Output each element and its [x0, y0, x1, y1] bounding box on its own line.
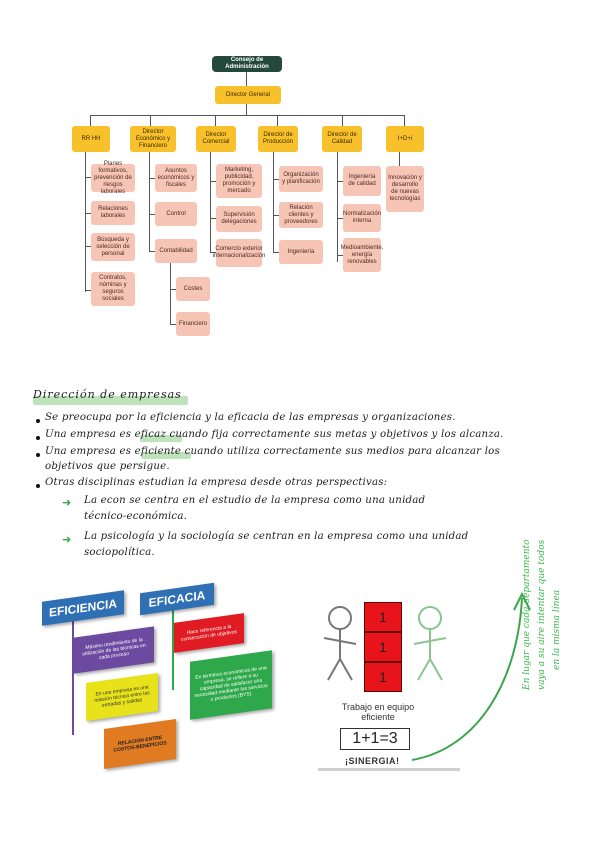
- org-general-director: Director General: [215, 86, 281, 104]
- sub-item: Organización y planificación: [279, 166, 323, 192]
- note-line: Otras disciplinas estudian la empresa de…: [45, 477, 388, 488]
- person-icon: [413, 606, 447, 681]
- sub-item: Ingeniería: [279, 240, 323, 264]
- person-icon: [323, 606, 357, 681]
- sub-item: Búsqueda y selección de personal: [91, 233, 135, 261]
- eficiencia-label: EFICIENCIA: [42, 590, 124, 626]
- synergy-block: 1: [364, 602, 402, 632]
- synergy-caption: Trabajo en equipo eficiente: [341, 702, 415, 722]
- sub-item: Innovación y desarrollo de nuevas tecnol…: [386, 166, 424, 212]
- dept-rrhh: RR HH: [72, 126, 110, 152]
- info-card: RELACION ENTRE COSTOS-BENEFICIOS: [104, 718, 176, 770]
- synergy-label: ¡SINERGIA!: [345, 756, 400, 766]
- dept-finance: Director Económico y Financiero: [130, 126, 176, 152]
- sub-item: Costes: [176, 277, 210, 301]
- dept-commercial: Director Comercial: [196, 126, 236, 152]
- note-line: La psicología y la sociología se centran…: [84, 531, 469, 542]
- sub-item: Relaciones laborales: [91, 201, 135, 225]
- sub-item: Planes formativos, prevención de riesgos…: [91, 161, 135, 195]
- note-line: técnico-económica.: [84, 511, 188, 522]
- sub-item: Financiero: [176, 312, 210, 336]
- sub-item: Contabilidad: [155, 239, 197, 263]
- dept-rdi: I+D+i: [386, 126, 424, 152]
- sub-item: Medioambiente, energía renovables: [341, 238, 383, 272]
- info-card: Máximo rendimiento de la utilización de …: [74, 626, 154, 674]
- synergy-block: 1: [364, 662, 402, 692]
- synergy-equation: 1+1=3: [340, 728, 410, 750]
- synergy-note: En lugar que cada departamento: [522, 539, 532, 690]
- sub-item: Marketing, publicidad, promoción y merca…: [216, 164, 262, 198]
- info-card: En una empresa es una relación técnica e…: [86, 672, 158, 722]
- sub-item: Asuntos económicos y fiscales: [155, 164, 197, 192]
- synergy-note: vaya a su aire intentar que todos: [537, 539, 547, 690]
- arrow-icon: ➜: [62, 533, 72, 546]
- note-line: Una empresa es eficaz cuando fija correc…: [45, 429, 504, 440]
- note-line: Se preocupa por la eficiencia y la efica…: [45, 412, 456, 423]
- info-card: En términos económicos de una empresa, s…: [190, 650, 272, 720]
- sub-item: Comercio exterior internacionalización: [213, 239, 265, 267]
- note-line: Una empresa es eficiente cuando utiliza …: [45, 446, 500, 457]
- curved-arrow-icon: [411, 591, 531, 761]
- sub-item: Contratos, nóminas y seguros sociales: [91, 272, 135, 306]
- sub-item: Control: [155, 202, 197, 226]
- dept-quality: Director de Calidad: [322, 126, 362, 152]
- sub-item: Ingeniería de calidad: [343, 166, 381, 196]
- dept-production: Director de Producción: [258, 126, 298, 152]
- notes-title: Dirección de empresas: [33, 388, 182, 401]
- synergy-block: 1: [364, 632, 402, 662]
- sub-item: Supervisión delegaciones: [216, 206, 262, 232]
- note-line: objetivos que persigue.: [45, 461, 170, 472]
- sub-item: Normalización interna: [343, 204, 381, 232]
- info-card: Hace referencia a la consecución de obje…: [174, 613, 244, 653]
- sub-item: Relación clientes y proveedores: [279, 202, 323, 228]
- arrow-icon: ➜: [62, 496, 72, 509]
- note-line: sociopolítica.: [84, 547, 155, 558]
- org-root-box: Consejo de Administración: [212, 56, 282, 72]
- eficacia-label: EFICACIA: [140, 582, 214, 616]
- synergy-note: en la misma línea: [552, 589, 562, 670]
- note-line: La econ se centra en el estudio de la em…: [84, 495, 426, 506]
